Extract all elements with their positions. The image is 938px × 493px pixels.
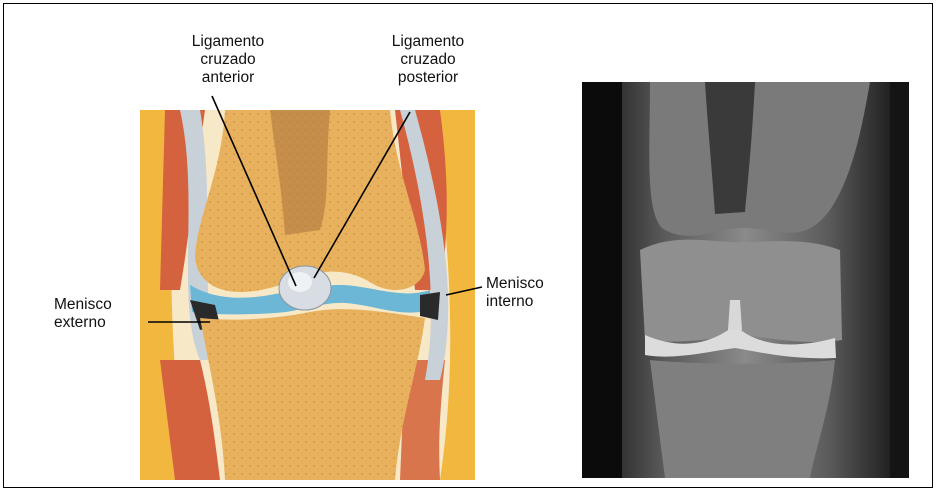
label-posterior-cruciate: Ligamento cruzado posterior: [368, 33, 488, 87]
mri-image: [582, 82, 909, 478]
label-lateral-meniscus: Menisco externo: [54, 296, 112, 332]
label-medial-meniscus: Menisco interno: [486, 275, 544, 311]
label-anterior-cruciate: Ligamento cruzado anterior: [168, 33, 288, 87]
knee-illustration: [140, 110, 475, 480]
